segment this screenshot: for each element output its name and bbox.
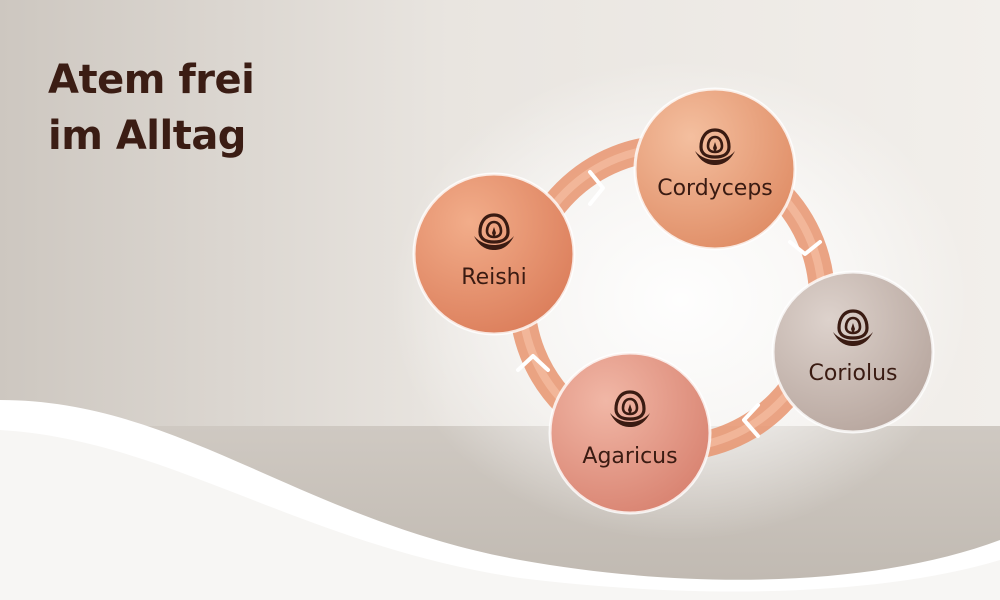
- node-coriolus-label: Coriolus: [809, 361, 898, 386]
- headline: Atem frei im Alltag: [48, 52, 255, 164]
- node-cordyceps-circle: [633, 87, 797, 251]
- arrow-chevron-icon-2: [788, 240, 822, 256]
- arrow-chevron-icon-1: [588, 170, 605, 206]
- node-coriolus-circle: [771, 270, 935, 434]
- white-wave-edge: [0, 430, 1000, 600]
- node-reishi-label: Reishi: [461, 265, 526, 290]
- headline-line-2: im Alltag: [48, 113, 246, 159]
- node-agaricus-circle: [548, 351, 712, 515]
- node-coriolus: Coriolus: [771, 270, 935, 434]
- node-reishi-circle: [412, 172, 576, 336]
- arrow-chevron-icon-4: [516, 354, 550, 372]
- node-agaricus: Agaricus: [548, 351, 712, 515]
- arrow-chevron-icon-3: [742, 403, 760, 438]
- node-agaricus-label: Agaricus: [582, 444, 677, 469]
- node-reishi: Reishi: [412, 172, 576, 336]
- headline-line-1: Atem frei: [48, 57, 255, 103]
- node-cordyceps-label: Cordyceps: [657, 176, 773, 201]
- node-cordyceps: Cordyceps: [633, 87, 797, 251]
